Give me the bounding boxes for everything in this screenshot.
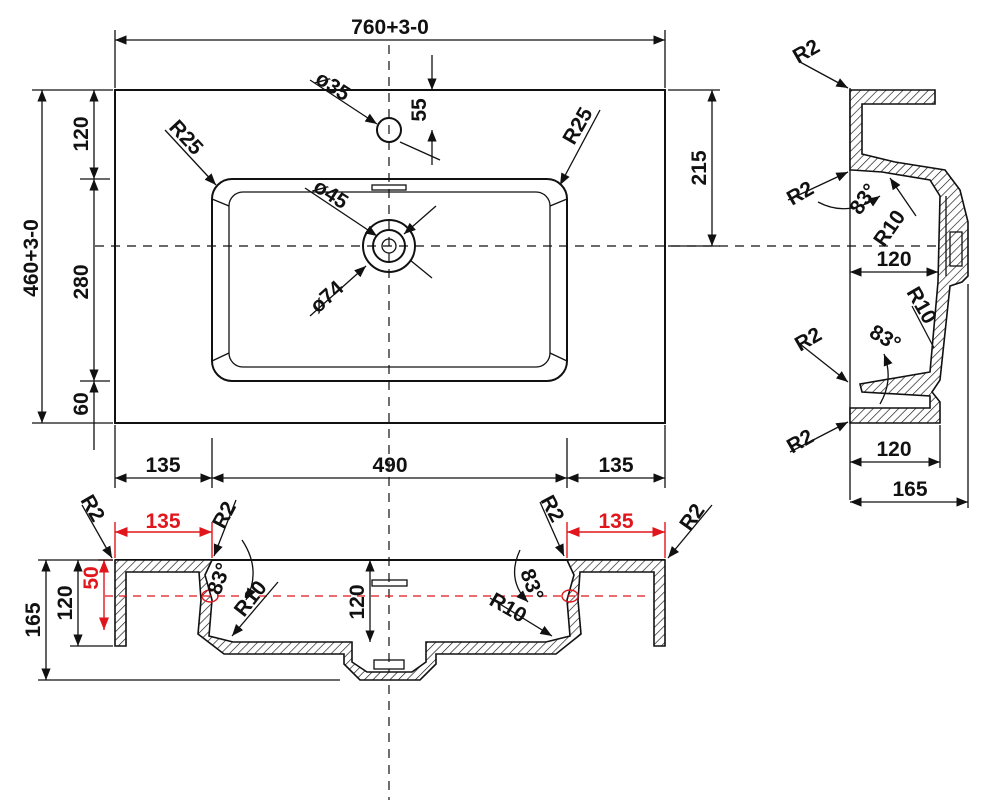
radius-left-outer-label: R2 [76, 491, 109, 526]
red-height-label: 50 [80, 566, 103, 589]
right-margin-label: 135 [598, 454, 633, 477]
right-ledge-label: 135 [598, 510, 633, 533]
side-radius-lower-label: R2 [791, 323, 826, 356]
back-margin-label: 60 [70, 392, 93, 415]
drain-inner-label: ø45 [309, 175, 352, 214]
basin-width-label: 490 [372, 454, 407, 477]
overall-depth-label: 460+3-0 [20, 219, 43, 297]
side-radius-top-label: R2 [789, 35, 824, 68]
side-radius-bottom-label: R2 [783, 425, 818, 458]
side-wall [849, 89, 969, 424]
side-bottom-depth-label: 120 [876, 438, 911, 461]
overall-width-label: 760+3-0 [351, 16, 429, 39]
left-ledge-label: 135 [145, 510, 180, 533]
front-section: 135 135 50 165 120 120 R2 R2 R2 R2 83° 8… [22, 491, 713, 681]
radius-right-inner-label: R2 [536, 492, 569, 527]
left-margin-label: 135 [145, 454, 180, 477]
side-angle-lower-label: 83° [866, 320, 905, 356]
radius-right-outer-label: R2 [675, 500, 709, 535]
side-inner-depth-label: 120 [876, 248, 911, 271]
basin-length-label: 280 [70, 264, 93, 299]
front-basin-depth-label: 120 [54, 585, 77, 620]
side-angle-upper-label: 83° [845, 180, 882, 219]
radius-left-inner-label: R2 [208, 498, 241, 533]
tap-hole-label: ø35 [311, 67, 354, 106]
top-view: 760+3-0 460+3-0 120 280 60 215 55 ø35 R2… [20, 16, 960, 800]
side-fillet-upper-label: R10 [869, 206, 910, 251]
drain-depth-label: 215 [688, 150, 711, 185]
angle-right-label: 83° [515, 566, 547, 604]
front-left-wall [114, 559, 666, 681]
tap-offset-label: 55 [408, 98, 431, 122]
side-radius-upper-label: R2 [783, 177, 818, 210]
front-total-height-label: 165 [22, 602, 45, 637]
corner-radius-left-label: R25 [164, 116, 207, 160]
fillet-left-label: R10 [230, 577, 272, 622]
front-margin-label: 120 [70, 116, 93, 151]
side-section: 120 120 165 R2 R2 R2 R2 83° R10 83° R10 [783, 35, 969, 508]
drain-outer-label: ø74 [306, 276, 349, 318]
center-depth-label: 120 [346, 584, 369, 619]
side-total-height-label: 165 [892, 478, 927, 501]
